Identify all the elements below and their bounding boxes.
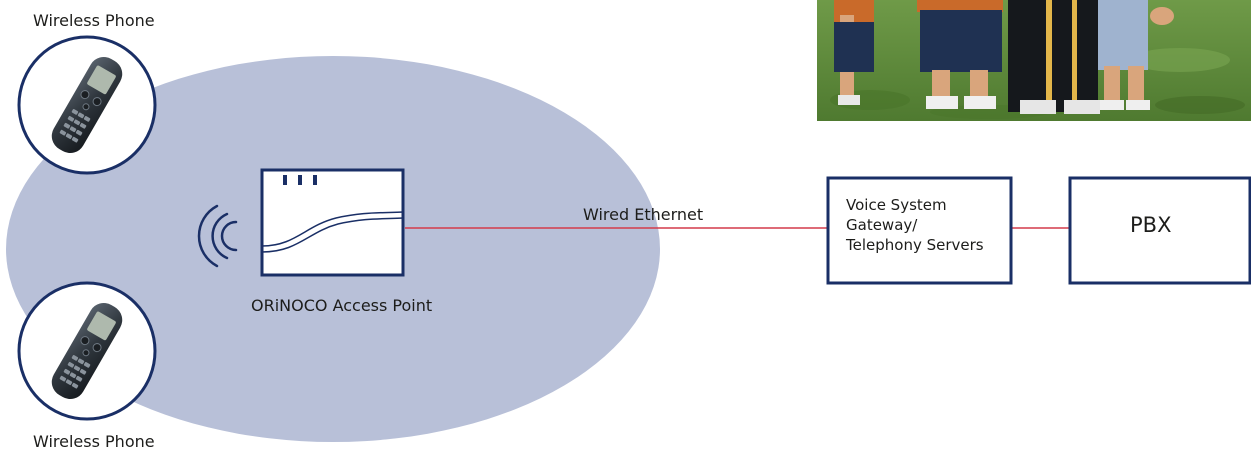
- wired-ethernet-label: Wired Ethernet: [583, 205, 704, 224]
- wireless-phone-label-top: Wireless Phone: [33, 11, 155, 30]
- access-point-label: ORiNOCO Access Point: [251, 296, 433, 315]
- wireless-phone-label-bottom: Wireless Phone: [33, 432, 155, 451]
- access-point-device: [260, 168, 405, 277]
- gateway-label: Voice System Gateway/ Telephony Servers: [846, 195, 984, 255]
- gateway-label-line1: Voice System: [846, 196, 947, 214]
- gateway-label-line2: Gateway/: [846, 216, 918, 234]
- pbx-label: PBX: [1130, 213, 1172, 237]
- gateway-label-line3: Telephony Servers: [846, 236, 984, 254]
- wireless-phone-icon: [17, 35, 157, 175]
- pbx-box: [1068, 176, 1251, 285]
- voice-gateway-box: [826, 176, 1013, 285]
- wireless-phone-icon: [17, 281, 157, 421]
- wireless-signal-icon: [197, 204, 238, 268]
- people-photo: [817, 0, 1251, 121]
